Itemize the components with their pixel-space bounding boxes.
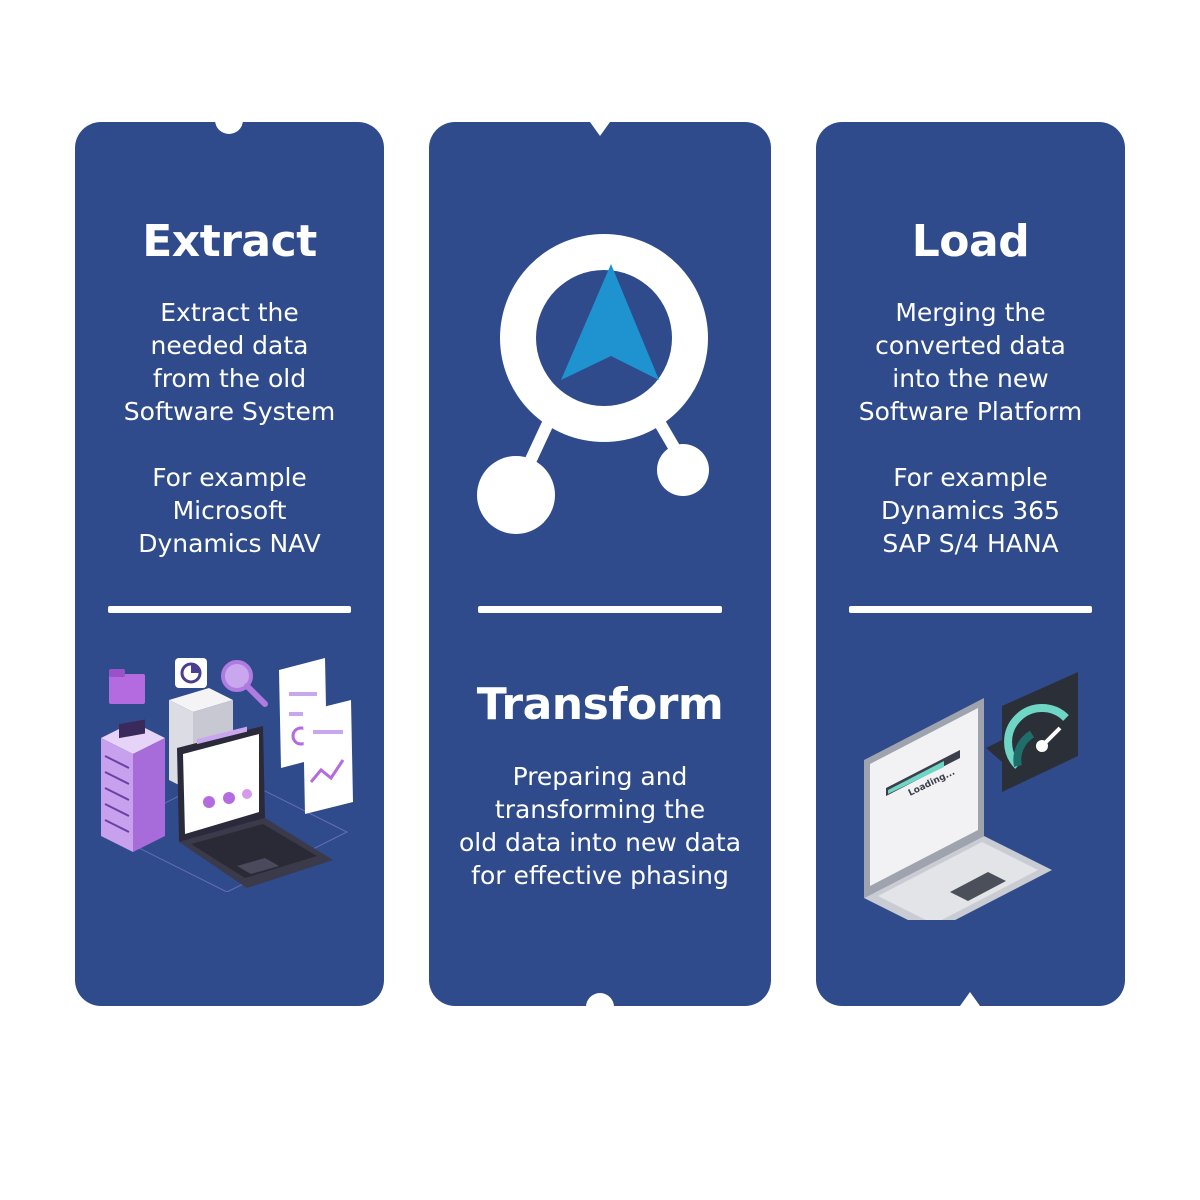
document-icon: [303, 700, 353, 814]
top-notch: [215, 106, 243, 134]
desc-line: [816, 428, 1125, 461]
laptop-loading-illustration: Loading...: [864, 672, 1078, 920]
folder-icon: [109, 669, 145, 704]
extract-card: Extract Extract the needed data from the…: [75, 106, 384, 1006]
desc-line: Merging the: [895, 298, 1046, 327]
bottom-notch: [586, 993, 614, 1021]
magnifier-icon: [221, 660, 268, 707]
transform-card: Transform Preparing and transforming the…: [429, 122, 771, 1021]
desc-line: needed data: [150, 331, 309, 360]
bottom-notch: [960, 992, 980, 1006]
desc-line: transforming the: [494, 795, 706, 824]
desc-line: For example: [152, 463, 307, 492]
desc-line: from the old: [152, 364, 307, 393]
divider: [478, 606, 722, 613]
card-description: Merging the converted data into the new …: [816, 296, 1125, 560]
laptop-icon: [177, 726, 333, 888]
card-description: Extract the needed data from the old Sof…: [75, 296, 384, 560]
card-title: Transform: [476, 679, 724, 730]
desc-line: Preparing and: [512, 762, 688, 791]
desc-line: into the new: [892, 364, 1049, 393]
pie-chart-icon: [175, 658, 207, 688]
desc-line: Microsoft: [172, 496, 287, 525]
transform-logo-icon: [477, 234, 709, 534]
top-notch: [590, 122, 610, 136]
divider: [108, 606, 351, 613]
desc-line: Extract the: [160, 298, 299, 327]
desc-line: Dynamics NAV: [138, 529, 321, 558]
card-description: Preparing and transforming the old data …: [429, 760, 771, 892]
load-card: Load Merging the converted data into the…: [816, 122, 1125, 1006]
desc-line: converted data: [875, 331, 1066, 360]
desc-line: For example: [893, 463, 1048, 492]
server-rack-icon: [101, 719, 165, 852]
desc-line: for effective phasing: [471, 861, 729, 890]
card-title: Load: [911, 216, 1030, 267]
desc-line: Software System: [123, 397, 336, 426]
desc-line: SAP S/4 HANA: [882, 529, 1059, 558]
desc-line: [75, 428, 384, 461]
desc-line: Software Platform: [858, 397, 1083, 426]
card-title: Extract: [142, 216, 317, 267]
desc-line: Dynamics 365: [881, 496, 1060, 525]
speed-gauge-icon: [986, 672, 1078, 792]
desc-line: old data into new data: [458, 828, 742, 857]
laptop-icon: Loading...: [864, 698, 1052, 920]
divider: [849, 606, 1092, 613]
data-extraction-illustration: [101, 658, 353, 892]
